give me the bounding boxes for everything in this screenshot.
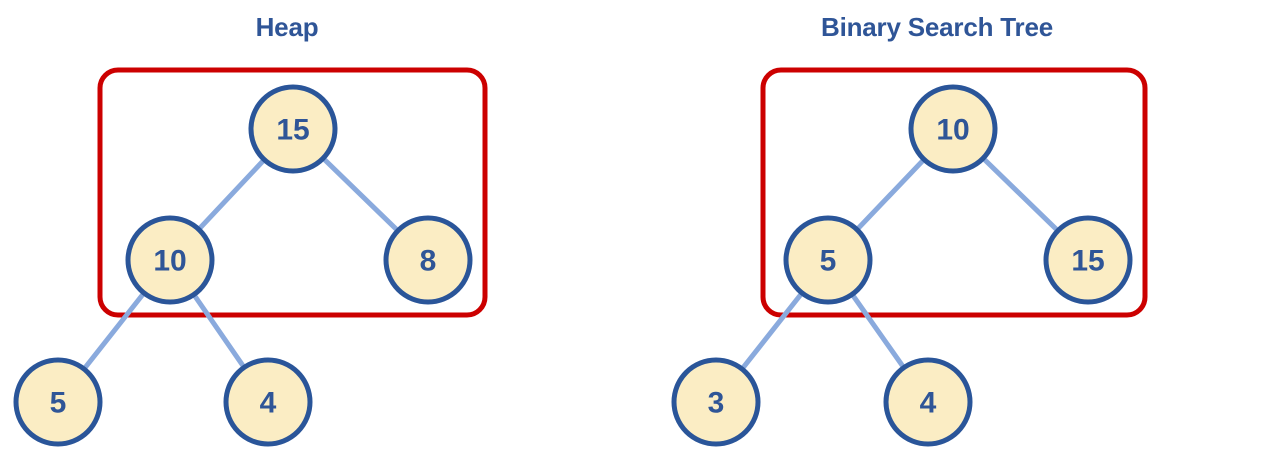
node-label: 5	[820, 245, 837, 278]
tree-node[interactable]: 15	[1043, 215, 1133, 305]
node-circle	[1043, 215, 1133, 305]
node-circle	[248, 84, 338, 174]
nodes-group: 15 10 8 5 4	[13, 84, 473, 447]
edges-group	[55, 126, 431, 405]
node-label: 3	[708, 387, 725, 420]
panel-title: Binary Search Tree	[821, 12, 1053, 42]
highlight-box	[760, 67, 1148, 318]
tree-node[interactable]: 15	[248, 84, 338, 174]
node-circle	[883, 357, 973, 447]
tree-node[interactable]: 10	[125, 215, 215, 305]
node-label: 15	[276, 114, 309, 147]
edges-group	[713, 126, 1091, 405]
node-label: 4	[260, 387, 277, 420]
node-label: 15	[1071, 245, 1104, 278]
tree-node[interactable]: 8	[383, 215, 473, 305]
tree-node[interactable]: 4	[883, 357, 973, 447]
node-circle	[908, 84, 998, 174]
node-label: 5	[50, 387, 67, 420]
tree-node[interactable]: 3	[671, 357, 761, 447]
node-label: 4	[920, 387, 937, 420]
panel-title: Heap	[255, 12, 319, 42]
node-label: 8	[420, 245, 437, 278]
tree-node[interactable]: 5	[13, 357, 103, 447]
tree-node[interactable]: 5	[783, 215, 873, 305]
node-circle	[383, 215, 473, 305]
node-circle	[783, 215, 873, 305]
node-circle	[671, 357, 761, 447]
node-label: 10	[936, 114, 969, 147]
tree-panel: 10 5 15 3 4	[671, 67, 1148, 447]
nodes-group: 10 5 15 3 4	[671, 84, 1133, 447]
tree-node[interactable]: 10	[908, 84, 998, 174]
node-circle	[13, 357, 103, 447]
node-circle	[125, 215, 215, 305]
highlight-box	[97, 67, 488, 318]
node-circle	[223, 357, 313, 447]
tree-node[interactable]: 4	[223, 357, 313, 447]
tree-panel: 15 10 8 5 4	[13, 67, 488, 447]
node-label: 10	[153, 245, 186, 278]
